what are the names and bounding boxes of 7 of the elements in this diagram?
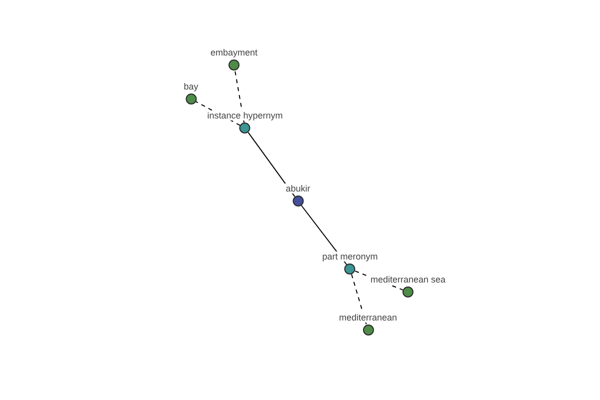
node-label: embayment (209, 48, 259, 58)
node-label: mediterranean (338, 312, 398, 322)
node-label: abukir (284, 184, 312, 194)
node-label: part meronym (321, 252, 379, 262)
node-label: bay (182, 82, 200, 92)
node-label: instance hypernym (206, 110, 284, 120)
node-label: mediterranean sea (369, 274, 447, 284)
